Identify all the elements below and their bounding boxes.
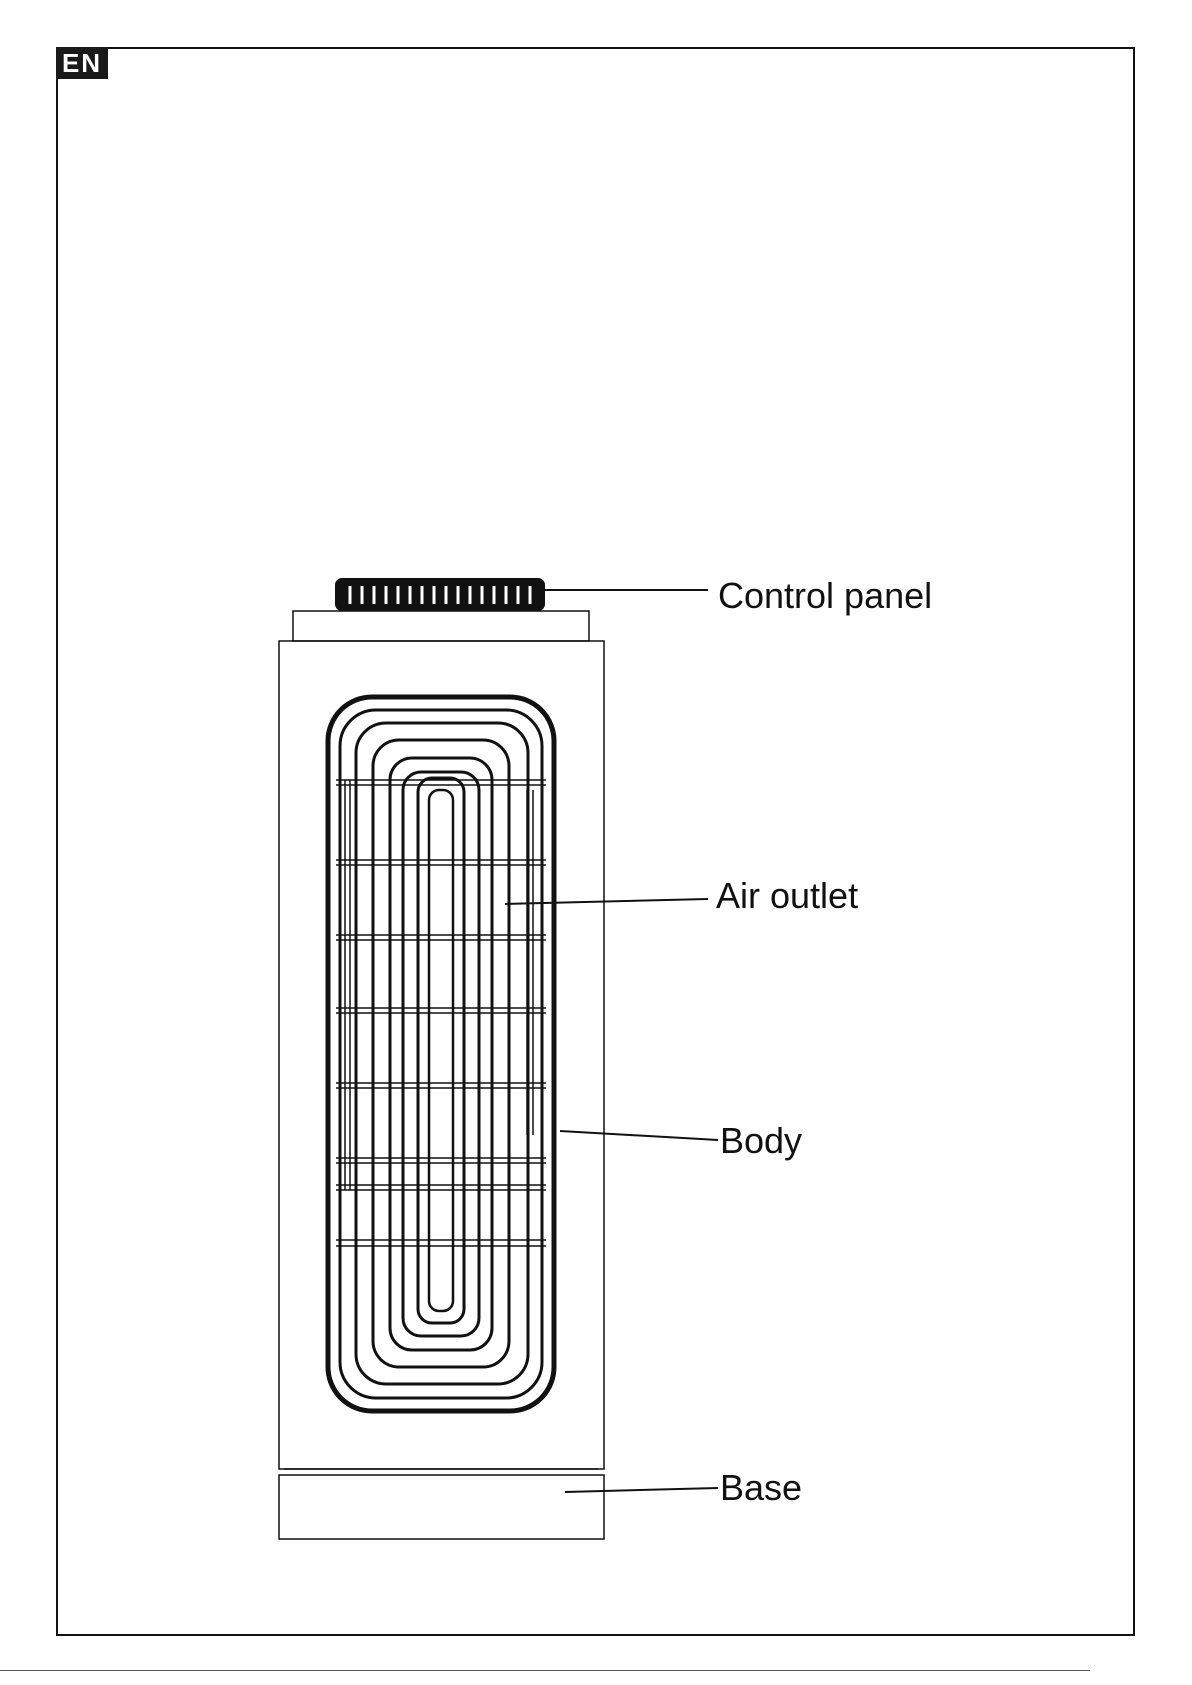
label-control-panel: Control panel bbox=[718, 578, 932, 614]
bottom-rule bbox=[0, 1670, 1090, 1671]
control-dial bbox=[336, 579, 544, 610]
leader-body bbox=[560, 1131, 718, 1140]
label-base: Base bbox=[720, 1470, 802, 1506]
grille-loop-1 bbox=[340, 710, 542, 1398]
grille-loop-5 bbox=[403, 772, 479, 1336]
grille-fins bbox=[336, 780, 546, 1246]
leader-air-outlet bbox=[505, 899, 708, 904]
top-cap bbox=[293, 611, 589, 641]
grille-frame bbox=[328, 697, 554, 1411]
grille-loop-7 bbox=[429, 790, 453, 1311]
heater-base bbox=[279, 1475, 604, 1539]
leader-base bbox=[565, 1488, 718, 1492]
label-air-outlet: Air outlet bbox=[716, 878, 858, 914]
grille-loop-4 bbox=[390, 758, 492, 1350]
grille-loop-2 bbox=[356, 723, 528, 1384]
grille-loop-3 bbox=[373, 740, 509, 1367]
label-body: Body bbox=[720, 1123, 802, 1159]
